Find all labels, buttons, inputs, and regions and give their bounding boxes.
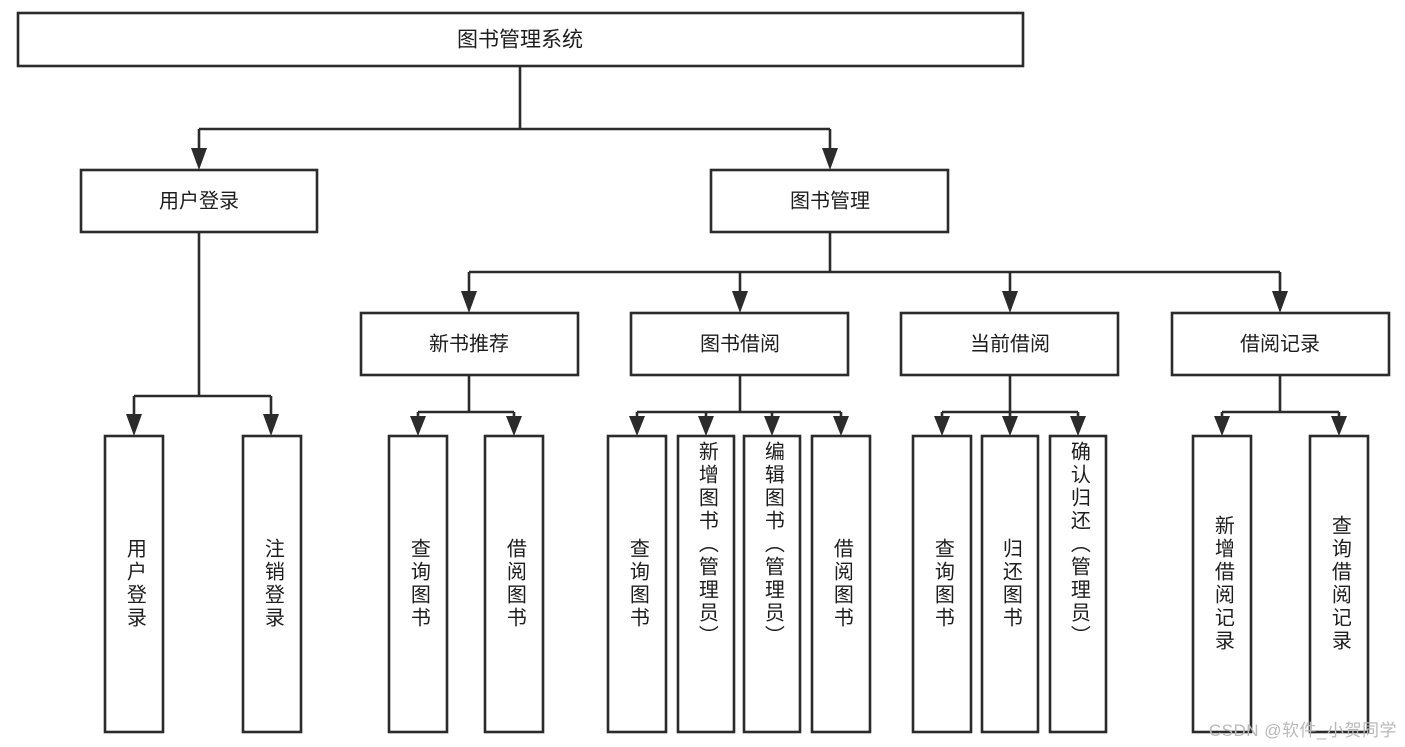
node-borrow-records[interactable]: 借阅记录 [1170,311,1391,377]
node-book-borrow-label: 图书借阅 [700,332,780,355]
leaf-box-borrow-books-2[interactable] [810,434,872,734]
leaf-box-edit-book-admin[interactable] [742,434,802,734]
node-borrow-records-label: 借阅记录 [1240,332,1320,355]
leaf-box-add-borrow-record[interactable] [1191,434,1253,734]
node-book-borrow[interactable]: 图书借阅 [629,311,850,377]
node-root-label: 图书管理系统 [457,29,583,52]
leaf-box-query-books-1[interactable] [387,434,449,734]
node-user-login-label: 用户登录 [159,189,239,212]
leaf-boxes [103,434,1370,734]
node-book-management[interactable]: 图书管理 [709,168,950,234]
leaf-box-query-borrow-record[interactable] [1308,434,1370,734]
connector-books-to-level3 [461,232,1288,313]
leaf-box-confirm-return-admin[interactable] [1048,434,1108,734]
leaf-box-return-books[interactable] [980,434,1040,734]
node-book-management-label: 图书管理 [790,189,870,212]
node-new-book-recommend[interactable]: 新书推荐 [359,311,580,377]
node-user-login[interactable]: 用户登录 [79,168,319,234]
leaf-box-query-books-3[interactable] [911,434,973,734]
leaf-box-add-book-admin[interactable] [676,434,736,734]
connector-records-to-leaves [1214,375,1347,436]
connector-root-to-level2 [191,66,838,170]
leaf-box-user-login[interactable] [103,434,165,734]
connector-login-to-leaves [126,232,279,436]
leaf-box-query-books-2[interactable] [606,434,668,734]
node-new-book-recommend-label: 新书推荐 [429,332,509,355]
connector-newbooks-to-leaves [410,375,522,436]
node-current-borrow-label: 当前借阅 [970,332,1050,355]
leaf-box-logout[interactable] [241,434,303,734]
leaf-box-borrow-books-1[interactable] [483,434,545,734]
connector-current-to-leaves [934,375,1086,436]
node-current-borrow[interactable]: 当前借阅 [899,311,1120,377]
connector-borrow-to-leaves [629,375,849,436]
csdn-watermark: CSDN @软件_小贺同学 [1208,721,1397,740]
node-root[interactable]: 图书管理系统 [16,11,1025,68]
